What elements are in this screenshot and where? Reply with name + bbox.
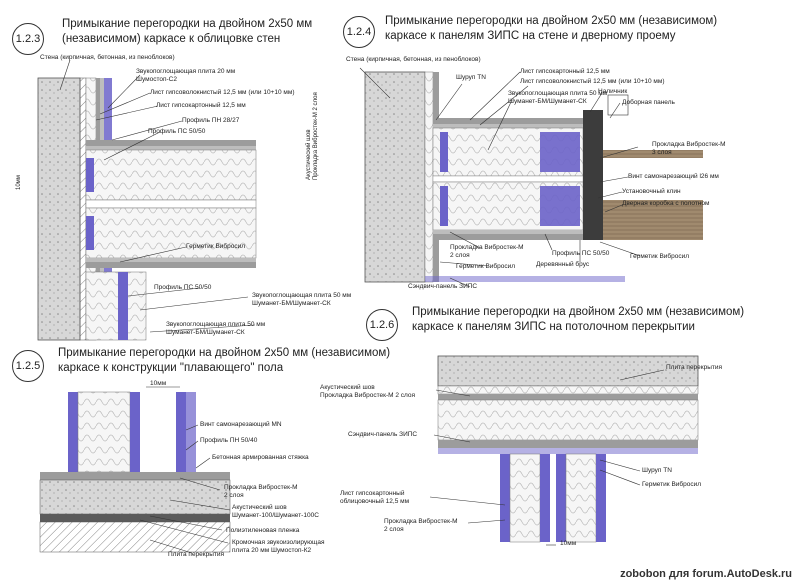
label-edge-125: Кромочная звукоизолирующая плита 20 мм Ш…: [232, 539, 325, 554]
label-vibrostek3-124: Прокладка Вибростек-М 3 слоя: [652, 141, 726, 156]
label-gap-125: 10мм: [150, 380, 167, 387]
label-panel-124: Доборная панель: [622, 99, 675, 106]
label-gkl-124: Лист гипсокартонный 12,5 мм: [520, 68, 610, 75]
section-title-1-2-4: Примыкание перегородки на двойном 2х50 м…: [385, 15, 718, 42]
label-gvl-124: Лист гипсоволокнистый 12,5 мм (или 10+10…: [520, 78, 665, 85]
label-gkl-123: Лист гипсокартонный 12,5 мм: [156, 102, 246, 109]
label-wall-124: Стена (кирпичная, бетонная, из пеноблоко…: [346, 56, 481, 63]
section-number-1-2-4: 1.2.4: [343, 16, 375, 48]
detail-1-2-3: [37, 59, 257, 341]
label-ps2-123: Профиль ПС 50/50: [154, 284, 212, 291]
label-sandwich-126: Сэндвич-панель ЗИПС: [348, 431, 418, 438]
label-ps-124: Профиль ПС 50/50: [552, 250, 610, 257]
label-screw-mn-125: Винт самонарезающий MN: [200, 421, 282, 428]
label-door-box-124: Дверная коробка с полотном: [622, 200, 710, 207]
section-number-1-2-6: 1.2.6: [366, 309, 398, 341]
detail-1-2-4: [359, 67, 703, 288]
label-sound50b-123: Звукопоглощающая плита 50 мм Шуманет-БМ/…: [166, 321, 266, 336]
section-title-1-2-3: Примыкание перегородки на двойном 2х50 м…: [62, 18, 313, 45]
label-sound-124: Звукопоглощающая плита 50 мм Шуманет-БМ/…: [508, 90, 608, 105]
detail-1-2-6: [429, 355, 699, 546]
label-screed-125: Бетонная армированная стяжка: [212, 454, 309, 461]
label-screw-tn-124: Шуруп TN: [456, 74, 486, 81]
label-gvl-123: Лист гипсоволокнистый 12,5 мм (или 10+10…: [150, 89, 295, 96]
section-title-1-2-5: Примыкание перегородки на двойном 2х50 м…: [58, 347, 391, 374]
label-sealant2-124: Герметик Вибросил: [630, 253, 690, 260]
label-gkl-126: Лист гипсокартонный облицовочный 12,5 мм: [340, 490, 410, 505]
label-sealant-123: Герметик Вибросил: [186, 243, 246, 250]
watermark: zobobon для forum.AutoDesk.ru: [620, 568, 792, 580]
label-screw-tn-126: Шуруп TN: [642, 467, 672, 474]
label-platband-124: Наличник: [598, 88, 628, 95]
label-sound50-123: Звукопоглощающая плита 50 мм Шуманет-БМ/…: [252, 292, 352, 307]
label-acoustic-124: Акустический шов Прокладка Вибростек-М 2…: [306, 92, 319, 180]
label-vibrostek-126: Прокладка Вибростек-М 2 слоя: [384, 518, 458, 533]
label-pn-123: Профиль ПН 28/27: [182, 117, 240, 124]
label-sealant-124: Герметик Вибросил: [456, 263, 516, 270]
section-number-1-2-3: 1.2.3: [12, 23, 44, 55]
label-slab-126: Плита перекрытия: [666, 364, 723, 371]
section-number-1-2-5: 1.2.5: [12, 350, 44, 382]
label-screw26-124: Винт самонарезающий l26 мм: [628, 173, 719, 180]
label-clip-124: Установочный клин: [622, 188, 681, 195]
section-title-1-2-6: Примыкание перегородки на двойном 2х50 м…: [412, 306, 745, 333]
label-acoustic-126: Акустический шов Прокладка Вибростек-М 2…: [320, 384, 416, 399]
label-gap-123: 10мм: [16, 175, 22, 190]
label-sealant-126: Герметик Вибросил: [642, 481, 702, 488]
label-sound-plate-123: Звукопоглощающая плита 20 мм Шумостоп-С2: [136, 68, 236, 83]
label-acoustic-125: Акустический шов Шуманет-100/Шуманет-100…: [232, 504, 319, 519]
label-vibrostek-125: Прокладка Вибростек-М 2 слоя: [224, 484, 298, 499]
label-ps-123: Профиль ПС 50/50: [148, 128, 206, 135]
label-pn-125: Профиль ПН 50/40: [200, 437, 258, 444]
detail-1-2-5: [39, 386, 231, 554]
label-wall-123: Стена (кирпичная, бетонная, из пеноблоко…: [40, 54, 175, 61]
label-gap-126: 10мм: [560, 540, 577, 547]
label-vibrostek2-124: Прокладка Вибростек-М 2 слоя: [450, 244, 524, 259]
label-slab-125: Плита перекрытия: [168, 551, 225, 558]
label-sandwich-124: Сэндвич-панель ЗИПС: [408, 283, 478, 290]
label-film-125: Полиэтиленовая пленка: [226, 527, 300, 534]
label-bar-124: Деревянный брус: [536, 261, 590, 268]
